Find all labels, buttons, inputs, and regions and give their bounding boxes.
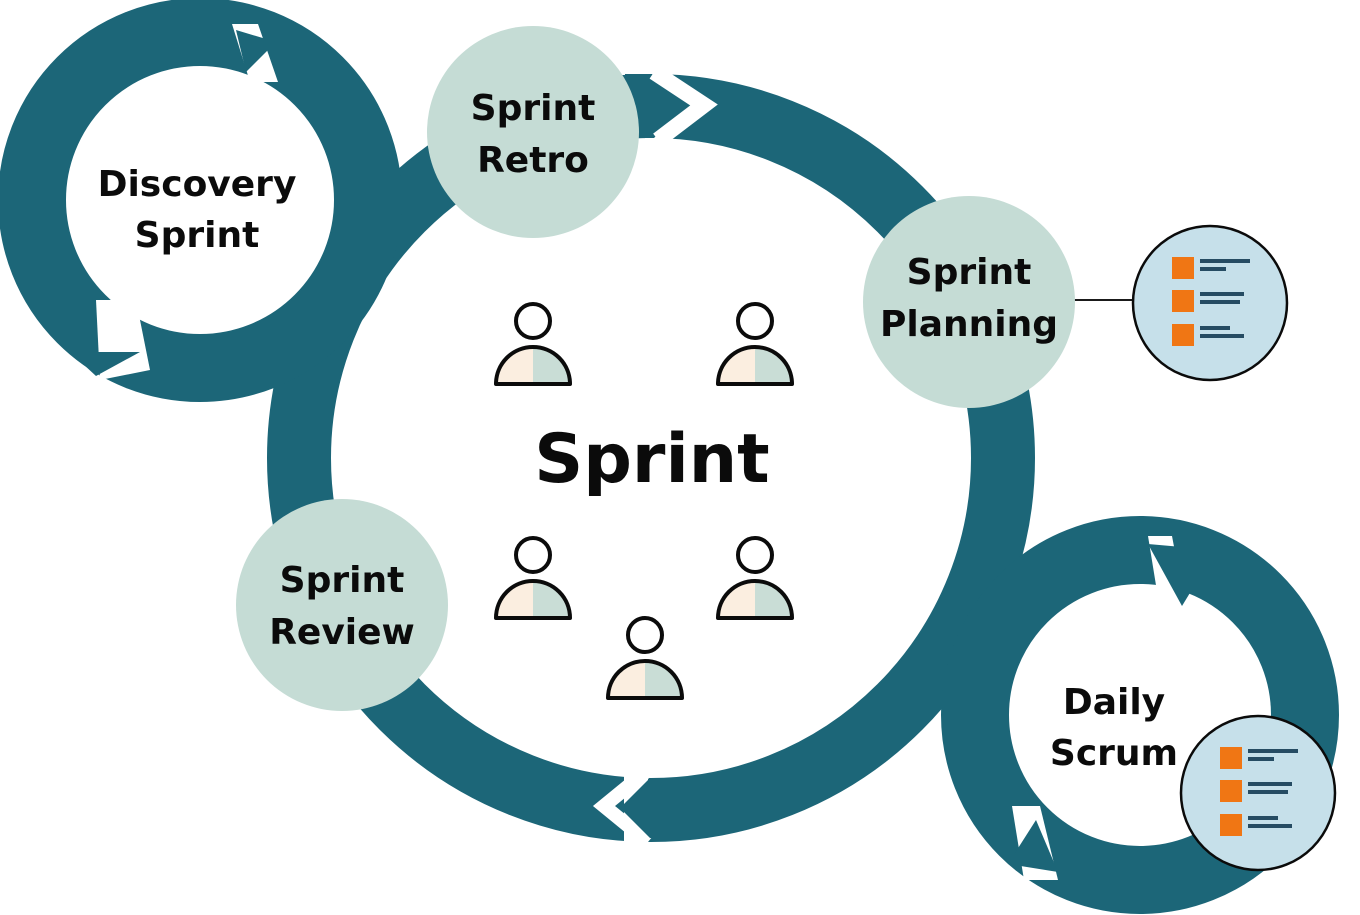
sprint-cycle-ring <box>267 60 1035 848</box>
person-icon <box>494 536 572 620</box>
ring-arrowhead-top <box>625 74 688 138</box>
backlog-icons <box>1131 224 1337 872</box>
person-icon <box>716 302 794 386</box>
sprint-review-bubble <box>236 499 448 711</box>
sprint-planning-bubble <box>863 196 1075 408</box>
daily-scrum-backlog-icon <box>1179 714 1337 872</box>
ring-arrowhead-bottom <box>620 778 668 838</box>
person-icon <box>716 536 794 620</box>
sprint-planning-label-line1: Sprint <box>907 252 1032 293</box>
sprint-retro-label-line1: Sprint <box>471 88 596 129</box>
sprint-retro-label-line2: Retro <box>477 140 589 181</box>
sprint-center-label: Sprint <box>534 420 769 499</box>
discovery-arrowhead-top <box>236 30 276 72</box>
discovery-sprint-label-line1: Discovery <box>98 164 297 205</box>
person-icon <box>606 616 684 700</box>
sprint-planning-label-line2: Planning <box>880 304 1058 345</box>
person-icon <box>494 302 572 386</box>
sprint-retro-bubble <box>427 26 639 238</box>
sprint-review-label-line1: Sprint <box>280 560 405 601</box>
daily-scrum-label-line1: Daily <box>1063 682 1165 723</box>
planning-backlog-icon <box>1131 224 1289 382</box>
team-members <box>494 302 794 700</box>
sprint-review-label-line2: Review <box>269 612 415 653</box>
daily-scrum-label-line2: Scrum <box>1050 733 1178 774</box>
daily-arrowhead-bottom <box>1008 820 1058 872</box>
discovery-arrowhead-bottom <box>70 352 140 376</box>
daily-arrowhead-top <box>1148 544 1216 606</box>
discovery-sprint-loop <box>0 0 402 402</box>
discovery-sprint-label-line2: Sprint <box>135 215 260 256</box>
